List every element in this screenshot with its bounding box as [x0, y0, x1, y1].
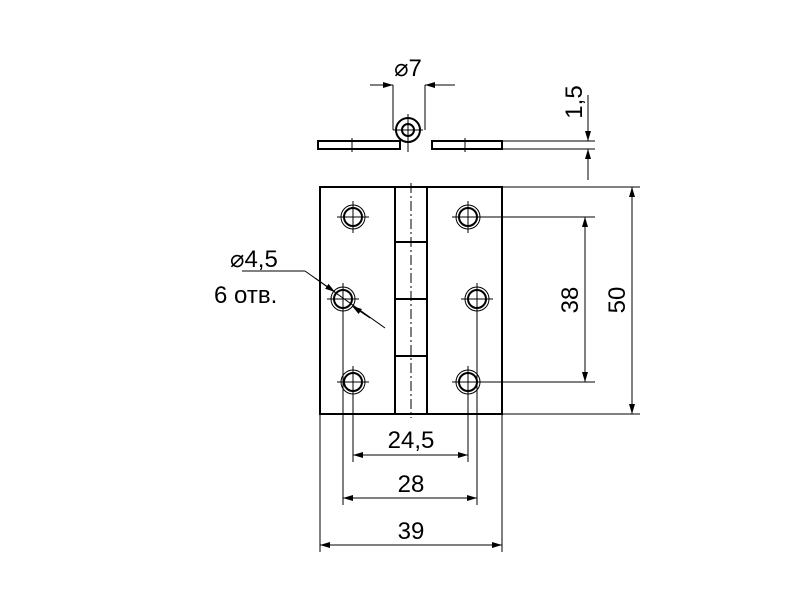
mounting-hole	[327, 283, 359, 315]
top-view: ⌀7 1,5	[317, 55, 595, 180]
inner-spacing-label: 24,5	[388, 427, 435, 454]
thickness-label: 1,5	[561, 85, 588, 118]
height-label: 50	[604, 287, 631, 314]
mounting-hole	[452, 201, 484, 233]
pin-diameter-label: ⌀7	[394, 55, 422, 82]
mounting-hole	[337, 201, 369, 233]
outer-spacing-label: 28	[398, 471, 425, 498]
hole-diameter-label: ⌀4,5	[230, 246, 278, 273]
width-label: 39	[398, 518, 425, 545]
front-view	[319, 183, 503, 418]
hole-pitch-label: 38	[557, 287, 584, 314]
hole-count-label: 6 отв.	[214, 282, 277, 309]
